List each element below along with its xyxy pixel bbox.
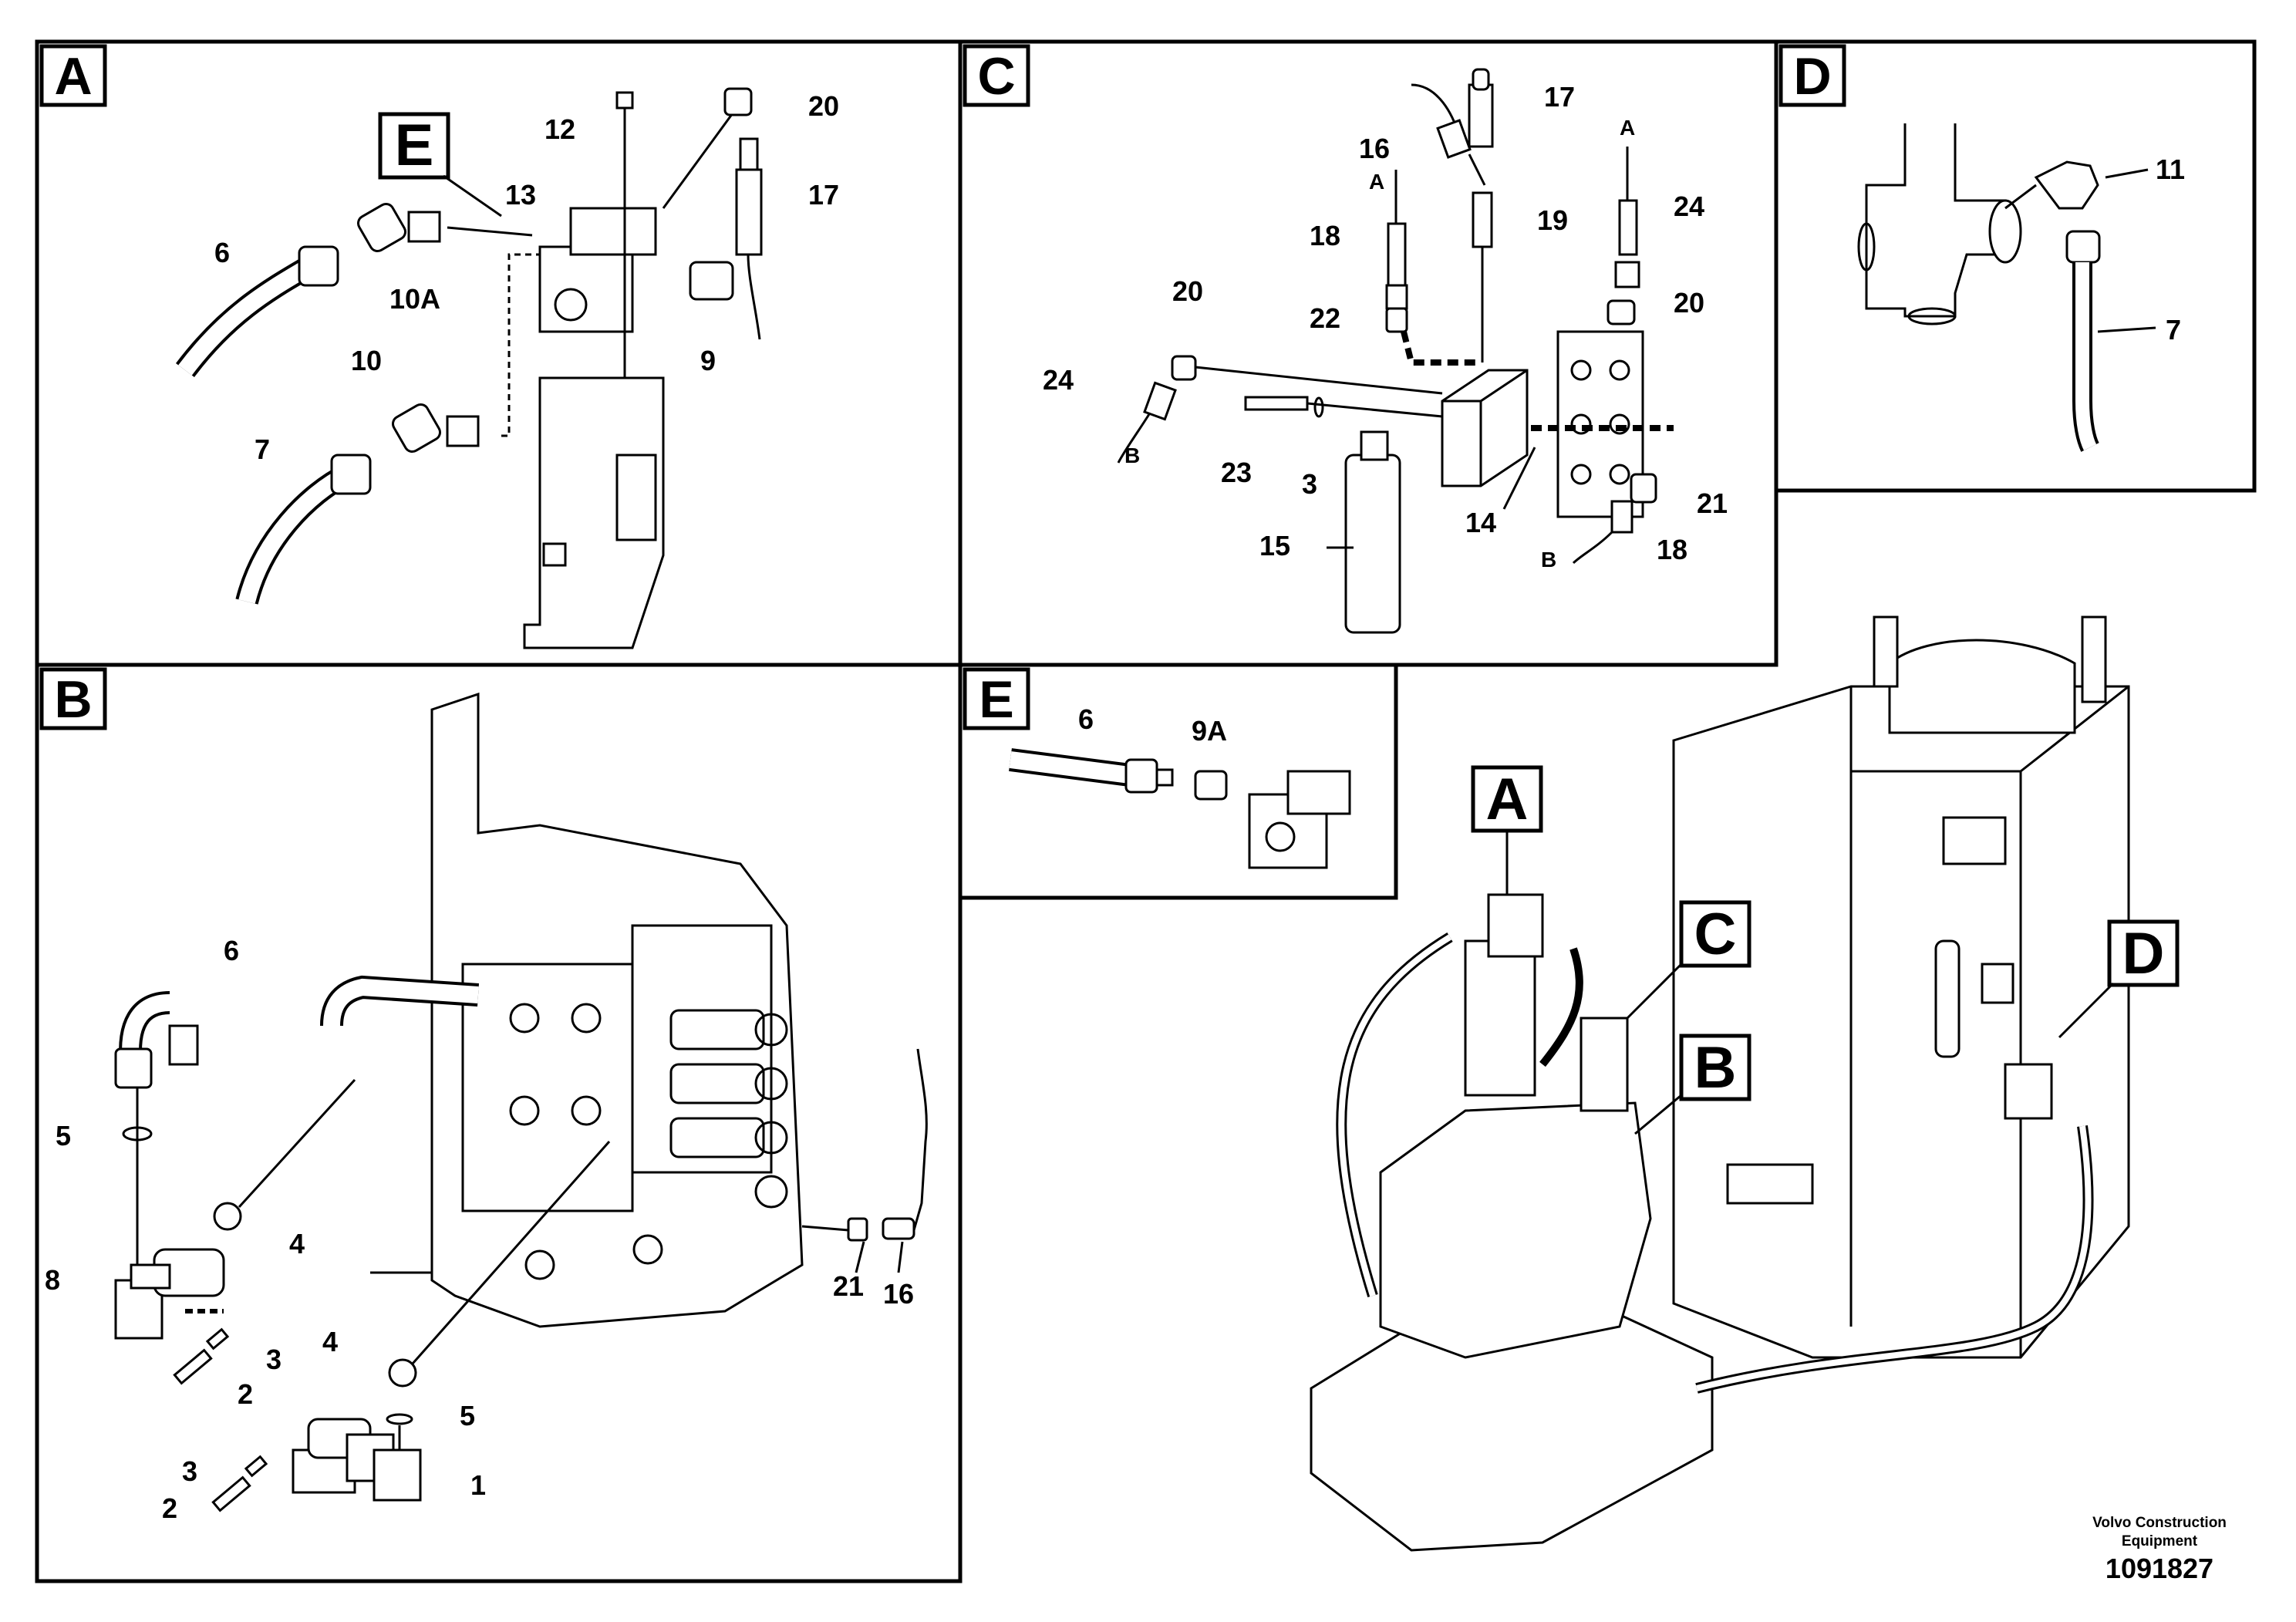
block-14: [1441, 369, 1529, 487]
hydraulic-tank: [1672, 685, 2130, 1359]
overview-callout-b: B: [1634, 1034, 1752, 1135]
label-c-15: 15: [1259, 530, 1290, 561]
label-a-10a: 10A: [389, 283, 440, 315]
panel-a: E: [176, 87, 763, 649]
label-a-9: 9: [700, 345, 716, 376]
panel-d-frame: [1774, 39, 2257, 493]
panel-letter-e: E: [963, 667, 1030, 730]
label-b-16: 16: [883, 1278, 914, 1310]
panel-e-labels: 6 9A: [1078, 703, 1227, 747]
panel-letter-b-text: B: [54, 670, 92, 729]
label-c-17: 17: [1544, 81, 1575, 113]
label-a-10: 10: [351, 345, 382, 376]
panel-e-frame: [958, 663, 1398, 900]
footer-company-line1: Volvo Construction: [2092, 1515, 2227, 1531]
label-c-18b: 18: [1657, 534, 1687, 565]
label-b-6: 6: [224, 935, 239, 966]
panel-e: [1009, 748, 1351, 869]
label-e-6: 6: [1078, 703, 1094, 735]
panel-c-labels: 17 16 A A 18 19 24 20 20 22 24 B 23 3 14…: [1043, 81, 1728, 572]
panel-b: [114, 692, 928, 1512]
hose-7: [235, 464, 352, 605]
label-c-14: 14: [1465, 507, 1496, 538]
panel-b-frame: [35, 663, 963, 1583]
panel-letter-d-text: D: [1793, 47, 1831, 106]
label-c-3: 3: [1302, 468, 1317, 500]
label-c-21: 21: [1697, 487, 1728, 519]
label-c-19: 19: [1537, 204, 1568, 236]
valve-13: [538, 245, 634, 333]
panel-letter-d: D: [1778, 44, 1846, 107]
label-b-3b: 3: [182, 1455, 197, 1487]
footer-company-line2: Equipment: [2122, 1533, 2198, 1549]
label-e-9a: 9A: [1192, 715, 1227, 747]
overview-callout-c: C: [1626, 900, 1752, 1020]
bracket: [523, 376, 665, 649]
label-a-7: 7: [255, 433, 270, 465]
label-c-a2: A: [1620, 116, 1635, 140]
label-b-2b: 2: [162, 1492, 177, 1524]
label-d-7: 7: [2166, 314, 2181, 346]
overview-callout-a: A: [1471, 765, 1543, 895]
overview-assembly: [1310, 615, 2130, 1552]
label-d-11: 11: [2156, 153, 2185, 185]
label-c-18a: 18: [1310, 220, 1340, 251]
label-b-4b: 4: [322, 1326, 338, 1357]
panel-letter-c: C: [963, 44, 1030, 107]
panel-a-labels: 12 20 13 17 6 10A 9 10 7: [214, 90, 839, 465]
svg-text:E: E: [395, 113, 434, 178]
panel-letter-b: B: [39, 667, 107, 730]
label-c-22: 22: [1310, 302, 1340, 334]
label-b-4a: 4: [289, 1228, 305, 1259]
panel-letter-a: A: [39, 44, 107, 107]
label-a-12: 12: [544, 113, 575, 145]
panel-b-labels: 6 5 4 8 3 2 4 5 3 2 1 21 16: [45, 935, 914, 1524]
overview-callout-d: D: [2058, 919, 2180, 1039]
label-c-a1: A: [1369, 170, 1384, 194]
svg-text:B: B: [1694, 1035, 1737, 1101]
label-c-24b: 24: [1043, 364, 1074, 396]
tank-port: [1865, 123, 2007, 318]
label-b-8: 8: [45, 1264, 60, 1296]
drawing-number: 1091827: [2106, 1553, 2213, 1584]
panel-d: [1857, 123, 2156, 452]
label-c-b1: B: [1124, 443, 1140, 467]
svg-text:C: C: [1694, 902, 1737, 967]
label-c-23: 23: [1221, 457, 1252, 488]
footer: Volvo Construction Equipment 1091827: [2092, 1515, 2227, 1584]
label-a-13: 13: [505, 179, 536, 211]
label-c-24a: 24: [1674, 191, 1704, 222]
label-b-1: 1: [470, 1469, 486, 1501]
elbow-11: [2034, 160, 2099, 210]
panel-d-labels: 11 7: [2156, 153, 2185, 346]
label-a-6: 6: [214, 237, 230, 268]
label-b-3a: 3: [266, 1344, 282, 1375]
svg-text:D: D: [2122, 921, 2165, 986]
label-c-20a: 20: [1172, 275, 1203, 307]
panel-letter-a-text: A: [54, 47, 92, 106]
label-b-21: 21: [833, 1270, 864, 1302]
panel-letter-e-text: E: [979, 670, 1013, 729]
label-b-5b: 5: [460, 1400, 475, 1431]
label-a-20: 20: [808, 90, 839, 122]
svg-text:A: A: [1486, 767, 1529, 832]
overview-valve-stack: [1379, 1101, 1652, 1359]
bolt-23: [1244, 396, 1309, 411]
solenoid-15: [1344, 454, 1401, 634]
panel-a-frame: [35, 39, 963, 667]
label-b-5a: 5: [56, 1120, 71, 1152]
label-a-17: 17: [808, 179, 839, 211]
panel-c: [1117, 68, 1674, 634]
label-b-2a: 2: [238, 1378, 253, 1410]
label-c-16: 16: [1359, 133, 1390, 164]
label-c-b2: B: [1541, 548, 1556, 572]
panel-a-callout-e: E: [378, 112, 502, 218]
panel-letter-c-text: C: [977, 47, 1015, 106]
label-c-20b: 20: [1674, 287, 1704, 319]
